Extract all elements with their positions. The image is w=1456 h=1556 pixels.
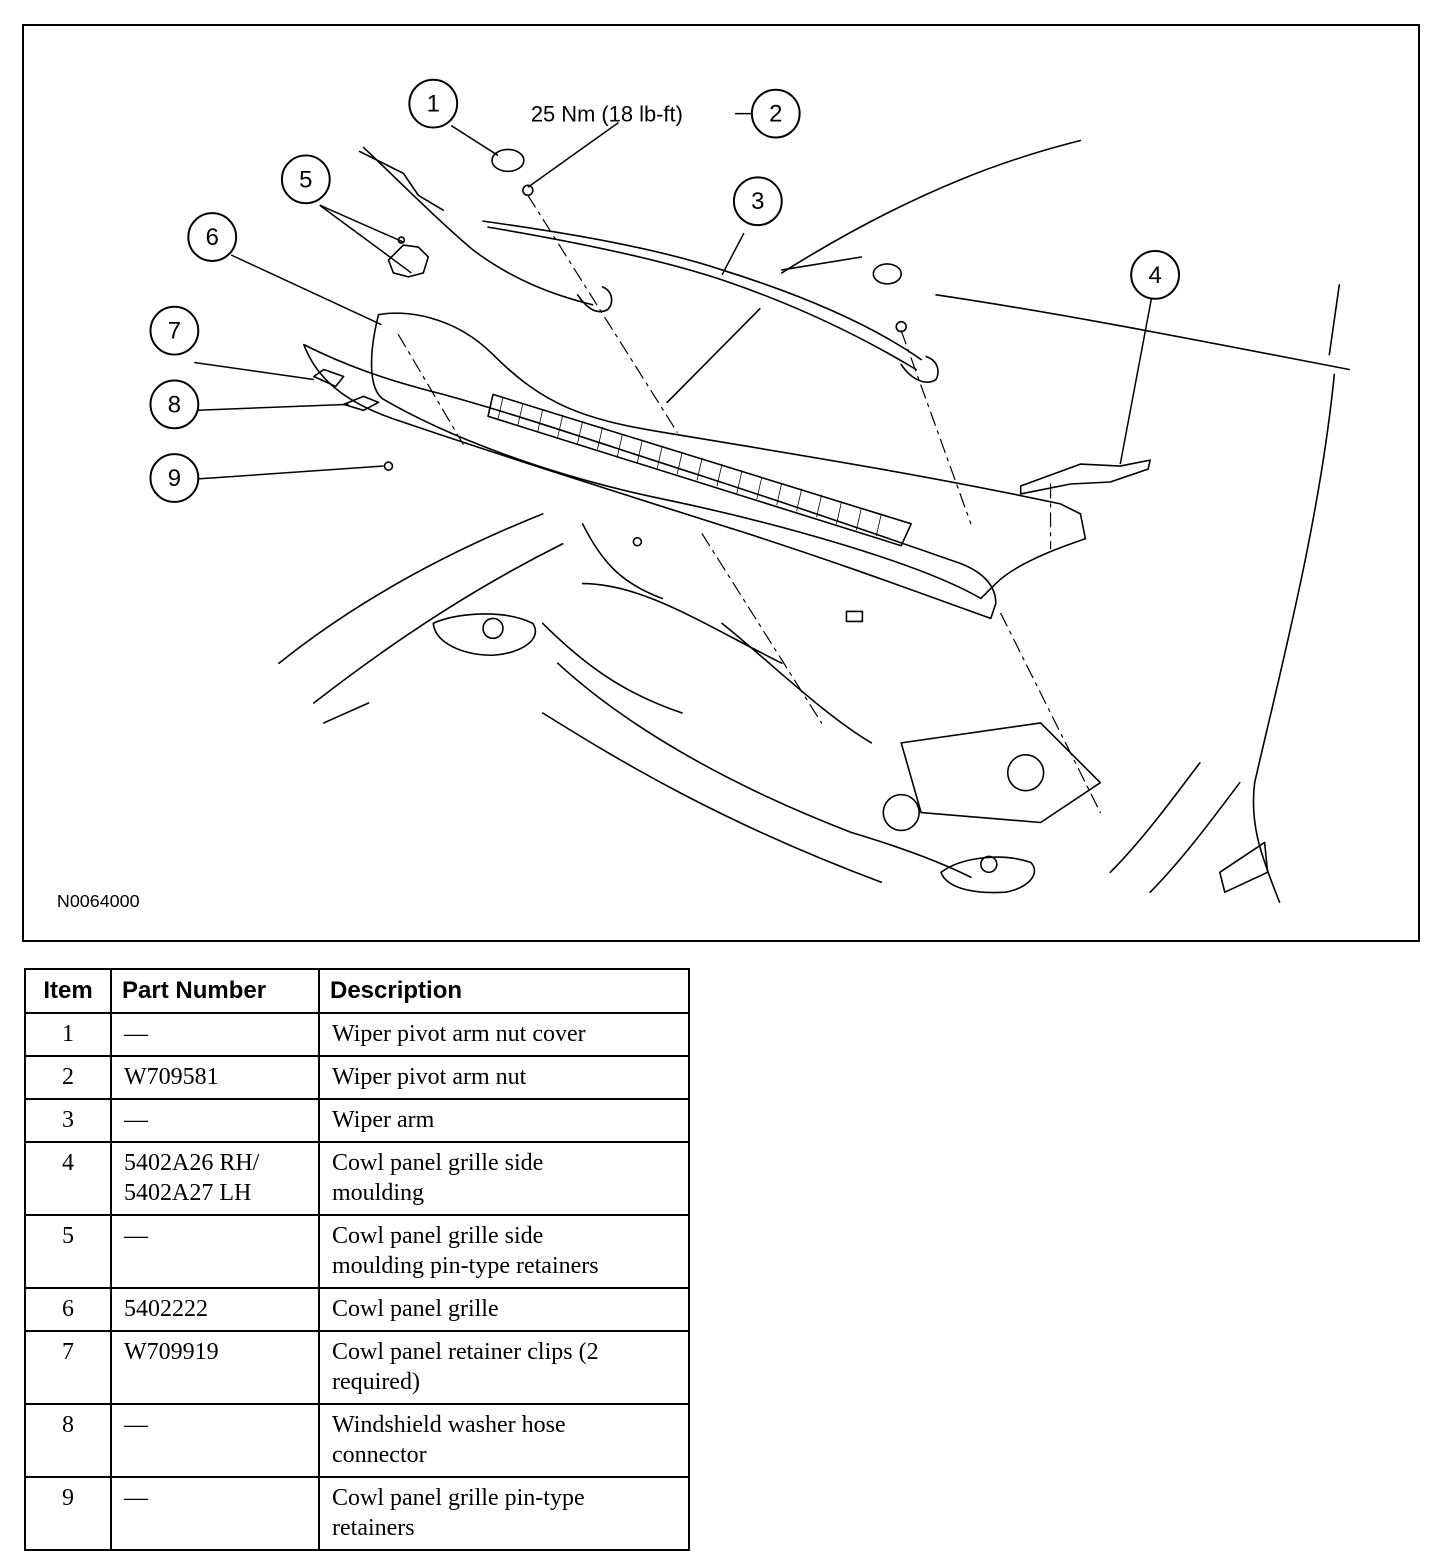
header-description: Description (318, 968, 690, 1014)
cell-item: 1 (24, 1012, 112, 1057)
cell-item: 7 (24, 1330, 112, 1405)
cell-description: Cowl panel grille (318, 1287, 690, 1332)
cell-part-number: — (110, 1214, 320, 1289)
cell-line: 5402A27 LH (124, 1180, 252, 1206)
grille-mesh (487, 393, 912, 547)
cell-description: Cowl panel grille side moulding pin-type… (318, 1214, 690, 1289)
callout-label-3: 3 (751, 188, 764, 215)
callout-label-7: 7 (168, 318, 181, 345)
parts-table: Item Part Number Description 1 — Wiper p… (24, 968, 690, 1551)
side-moulding (1019, 459, 1151, 495)
callout-7 (149, 305, 200, 356)
cell-line: required) (332, 1369, 420, 1395)
cell-part-number: 5402A26 RH/ 5402A27 LH (110, 1141, 320, 1216)
callout-label-8: 8 (168, 391, 181, 418)
cell-part-number: 5402222 (110, 1287, 320, 1332)
cowl-grille-panel (370, 312, 1087, 600)
cell-line: 5402A26 RH/ (124, 1150, 260, 1176)
cell-description: Windshield washer hose connector (318, 1403, 690, 1478)
cell-description: Wiper pivot arm nut (318, 1055, 690, 1100)
callout-label-9: 9 (168, 465, 181, 492)
cell-part-number: W709581 (110, 1055, 320, 1100)
callout-5 (280, 154, 331, 205)
table-header-row: Item Part Number Description (24, 968, 690, 1014)
pin-retainer (387, 244, 430, 278)
exploded-view-figure: 1 2 3 4 5 6 7 8 9 25 Nm (18 lb-ft) N0064… (22, 24, 1420, 942)
callout-2 (750, 88, 801, 139)
callout-label-2: 2 (769, 101, 782, 128)
cell-item: 2 (24, 1055, 112, 1100)
cell-item: 4 (24, 1141, 112, 1216)
callout-8 (149, 379, 200, 430)
cell-line: Cowl panel grille side (332, 1150, 544, 1176)
cell-item: 6 (24, 1287, 112, 1332)
callout-9 (149, 453, 200, 503)
hood-outline (780, 139, 1082, 274)
callout-label-1: 1 (427, 91, 440, 118)
torque-spec-label: 25 Nm (18 lb-ft) (531, 102, 683, 127)
callout-1 (408, 78, 459, 129)
cell-part-number: — (110, 1403, 320, 1478)
callout-label-5: 5 (299, 166, 312, 193)
cell-line: connector (332, 1442, 427, 1468)
cell-line: moulding pin-type retainers (332, 1253, 599, 1279)
cell-description: Wiper pivot arm nut cover (318, 1012, 690, 1057)
cell-line: Cowl panel grille side (332, 1223, 544, 1249)
cell-part-number: W709919 (110, 1330, 320, 1405)
cell-description: Wiper arm (318, 1098, 690, 1143)
cell-line: Cowl panel grille pin-type (332, 1485, 585, 1511)
table-row: 1 — Wiper pivot arm nut cover (24, 1012, 690, 1057)
table-row: 3 — Wiper arm (24, 1098, 690, 1143)
table-row: 2 W709581 Wiper pivot arm nut (24, 1055, 690, 1100)
table-row: 9 — Cowl panel grille pin-type retainers (24, 1476, 690, 1551)
nut-cover (491, 148, 525, 173)
cell-line: retainers (332, 1515, 415, 1541)
cell-description: Cowl panel grille pin-type retainers (318, 1476, 690, 1551)
cell-line: moulding (332, 1180, 425, 1206)
callout-4 (1130, 250, 1180, 300)
callout-label-4: 4 (1148, 262, 1161, 289)
hood-edge (935, 294, 1351, 371)
cell-description: Cowl panel retainer clips (2 required) (318, 1330, 690, 1405)
cell-item: 8 (24, 1403, 112, 1478)
table-row: 8 — Windshield washer hose connector (24, 1403, 690, 1478)
engine-bay (278, 513, 1102, 884)
cell-description: Cowl panel grille side moulding (318, 1141, 690, 1216)
cell-item: 5 (24, 1214, 112, 1289)
wiper-arm-right (482, 220, 922, 361)
windshield-edge (666, 307, 761, 404)
cell-line: Cowl panel retainer clips (2 (332, 1339, 599, 1365)
table-row: 6 5402222 Cowl panel grille (24, 1287, 690, 1332)
table-row: 5 — Cowl panel grille side moulding pin-… (24, 1214, 690, 1289)
callout-6 (187, 212, 238, 262)
cell-item: 3 (24, 1098, 112, 1143)
cell-part-number: — (110, 1012, 320, 1057)
table-row: 7 W709919 Cowl panel retainer clips (2 r… (24, 1330, 690, 1405)
cowl-grille-illustration: 1 2 3 4 5 6 7 8 9 25 Nm (18 lb-ft) N0064… (57, 78, 1351, 911)
callout-label-6: 6 (206, 224, 219, 251)
cell-item: 9 (24, 1476, 112, 1551)
table-row: 4 5402A26 RH/ 5402A27 LH Cowl panel gril… (24, 1141, 690, 1216)
header-part-number: Part Number (110, 968, 320, 1014)
cell-part-number: — (110, 1476, 320, 1551)
header-item: Item (24, 968, 112, 1014)
figure-id-label: N0064000 (57, 891, 140, 911)
cell-line: Windshield washer hose (332, 1412, 566, 1438)
wiper-arm-left (362, 146, 594, 306)
callout-3 (732, 176, 783, 227)
cell-part-number: — (110, 1098, 320, 1143)
hood-front (1252, 373, 1336, 903)
